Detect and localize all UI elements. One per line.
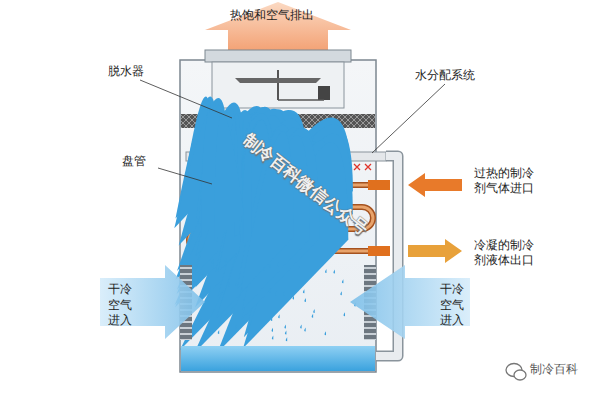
- water-drop: [214, 114, 244, 241]
- water-drop: [313, 309, 315, 313]
- water-drop: [344, 312, 346, 316]
- tower-casing: [180, 60, 376, 372]
- water-drop: [312, 314, 314, 318]
- water-drop: [235, 324, 237, 328]
- water-drop: [325, 269, 327, 273]
- water-drop: [209, 287, 211, 291]
- fan-motor: [318, 86, 330, 100]
- port-label: 冷凝的制冷剂液体出口: [474, 238, 538, 268]
- fan-housing: [212, 62, 344, 108]
- water-drop: [243, 297, 245, 301]
- leader-line: [158, 168, 212, 184]
- part-label: 盘管: [122, 154, 146, 169]
- water-drop: [271, 317, 273, 321]
- water-drop: [269, 264, 271, 268]
- water-drop: [272, 328, 274, 332]
- water-drop: [304, 298, 306, 302]
- water-drop: [219, 322, 221, 326]
- part-label: 脱水器: [108, 64, 144, 79]
- water-drop: [275, 291, 277, 295]
- water-drop: [342, 279, 344, 283]
- air-label: 干冷空气进入: [108, 282, 134, 329]
- water-drop: [278, 314, 280, 318]
- water-drop: [212, 260, 214, 264]
- nozzle-mark: [365, 164, 371, 170]
- water-drop: [211, 329, 213, 333]
- water-drop: [303, 289, 305, 293]
- water-drop: [202, 270, 204, 274]
- nozzle-mark: [354, 164, 360, 170]
- water-drop: [269, 288, 271, 292]
- water-drop: [285, 331, 287, 335]
- water-drop: [218, 330, 220, 334]
- cold-air-arrow: [350, 265, 470, 339]
- water-drop: [304, 328, 306, 332]
- fan-blade: [235, 78, 321, 83]
- cold-air-arrow: [100, 265, 205, 339]
- water-drop: [225, 258, 227, 262]
- water-drop: [286, 337, 288, 341]
- water-drop: [272, 335, 274, 339]
- leader-line: [372, 84, 445, 153]
- fan-cap: [205, 50, 351, 62]
- water-drop: [293, 296, 295, 300]
- water-drop: [203, 306, 205, 310]
- water-drop: [200, 319, 202, 323]
- leader-line: [140, 80, 232, 118]
- part-label: 水分配系统: [415, 68, 475, 83]
- water-drop: [283, 292, 285, 296]
- wechat-icon: [506, 364, 526, 381]
- water-drop: [325, 331, 327, 335]
- water-drop: [278, 262, 280, 266]
- logo-text: 制冷百科: [530, 362, 578, 377]
- water-drop: [253, 332, 255, 336]
- water-drop: [284, 325, 286, 329]
- port-label: 过热的制冷剂气体进口: [474, 166, 538, 196]
- inlet-header: [368, 180, 390, 190]
- water-drop: [300, 324, 302, 328]
- inlet-arrow: [408, 173, 462, 197]
- air-label: 干冷空气进入: [440, 282, 466, 329]
- outlet-arrow: [408, 239, 462, 263]
- water-drop: [228, 282, 230, 286]
- water-drops: [174, 97, 355, 353]
- water-basin: [181, 346, 375, 371]
- exhaust-label: 热饱和空气排出: [230, 8, 314, 23]
- water-drop: [241, 287, 243, 291]
- water-drop: [235, 282, 237, 286]
- water-drop: [340, 291, 342, 295]
- water-drop: [333, 270, 335, 274]
- water-drop: [298, 265, 300, 269]
- water-drop: [212, 264, 214, 268]
- outlet-header: [368, 246, 390, 256]
- water-drop: [263, 267, 265, 271]
